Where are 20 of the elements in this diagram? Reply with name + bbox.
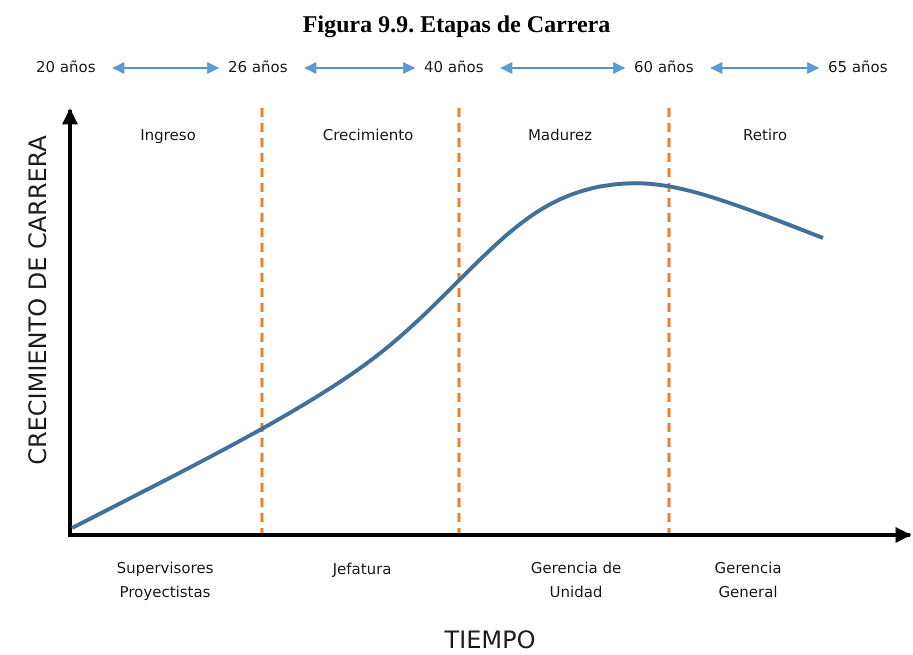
- double-arrow: [304, 62, 416, 74]
- stage-label: Ingreso: [139, 125, 197, 146]
- stage-label: Retiro: [742, 125, 788, 146]
- axis-title: TIEMPO: [444, 626, 536, 654]
- figure-title: Figura 9.9. Etapas de Carrera: [302, 12, 612, 39]
- age-label: 26 años: [228, 58, 288, 76]
- double-arrow: [710, 62, 820, 74]
- position-label: Supervisores Proyectistas: [116, 558, 214, 603]
- age-label: 40 años: [424, 58, 484, 76]
- axis-title: CRECIMIENTO DE CARRERA: [24, 135, 52, 465]
- position-label: Gerencia de Unidad: [530, 558, 622, 603]
- double-arrow: [112, 62, 220, 74]
- stage-label: Madurez: [526, 125, 594, 146]
- stage-label: Crecimiento: [322, 125, 414, 146]
- position-label: Jefatura: [330, 559, 392, 580]
- position-label: Gerencia General: [713, 558, 783, 603]
- age-label: 65 años: [828, 58, 888, 76]
- double-arrow: [500, 62, 626, 74]
- age-label: 60 años: [634, 58, 694, 76]
- age-label: 20 años: [36, 58, 96, 76]
